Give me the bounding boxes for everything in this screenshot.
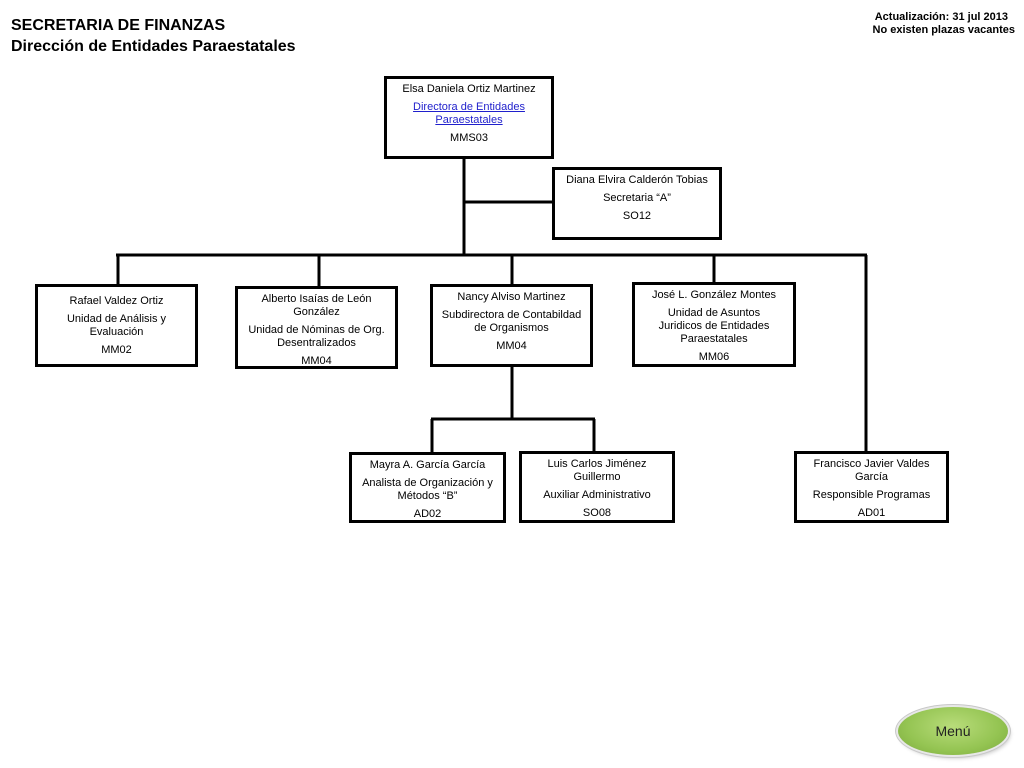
page-title: SECRETARIA DE FINANZAS bbox=[11, 17, 226, 34]
node-code: AD02 bbox=[413, 508, 442, 520]
node-name: José L. González Montes bbox=[651, 289, 777, 301]
node-name: Rafael Valdez Ortiz bbox=[69, 295, 164, 307]
node-position: Unidad de Análisis y Evaluación bbox=[66, 313, 167, 338]
node-name: Nancy Alviso Martinez bbox=[457, 291, 566, 303]
node-mayra: Mayra A. García García Analista de Organ… bbox=[349, 452, 506, 523]
node-nancy: Nancy Alviso Martinez Subdirectora de Co… bbox=[430, 284, 593, 367]
node-rafael: Rafael Valdez Ortiz Unidad de Análisis y… bbox=[35, 284, 198, 367]
node-alberto: Alberto Isaías de León González Unidad d… bbox=[235, 286, 398, 369]
page-subtitle: Dirección de Entidades Paraestatales bbox=[11, 38, 296, 55]
node-position: Auxiliar Administrativo bbox=[543, 489, 651, 501]
node-jose: José L. González Montes Unidad de Asunto… bbox=[632, 282, 796, 367]
node-francisco: Francisco Javier Valdes García Responsib… bbox=[794, 451, 949, 523]
node-position: Unidad de Asuntos Juridicos de Entidades… bbox=[658, 307, 770, 345]
node-luis: Luis Carlos Jiménez Guillermo Auxiliar A… bbox=[519, 451, 675, 523]
menu-button[interactable]: Menú bbox=[898, 707, 1008, 755]
node-name: Elsa Daniela Ortiz Martinez bbox=[402, 83, 536, 95]
node-code: SO08 bbox=[582, 507, 612, 519]
node-name: Mayra A. García García bbox=[369, 459, 486, 471]
node-name: Alberto Isaías de León González bbox=[261, 293, 372, 318]
node-code: MM06 bbox=[698, 351, 730, 363]
node-code: AD01 bbox=[857, 507, 886, 519]
node-code: MM04 bbox=[301, 355, 332, 367]
node-position-link[interactable]: Directora de Entidades Paraestatales bbox=[413, 101, 525, 126]
node-code: MMS03 bbox=[450, 132, 488, 144]
node-director: Elsa Daniela Ortiz Martinez Directora de… bbox=[384, 76, 554, 159]
node-name: Diana Elvira Calderón Tobias bbox=[566, 174, 708, 186]
node-code: SO12 bbox=[622, 210, 652, 222]
node-position: Unidad de Nóminas de Org. Desentralizado… bbox=[248, 324, 385, 349]
node-name: Francisco Javier Valdes García bbox=[813, 458, 930, 483]
node-code: MM04 bbox=[496, 340, 527, 352]
node-position: Responsible Programas bbox=[812, 489, 931, 501]
vacancies-note: No existen plazas vacantes bbox=[872, 24, 1015, 36]
node-position: Analista de Organización y Métodos “B” bbox=[362, 477, 493, 502]
node-position: Secretaria “A” bbox=[603, 192, 671, 204]
node-code: MM02 bbox=[101, 344, 132, 356]
node-position: Subdirectora de Contabildad de Organismo… bbox=[441, 309, 582, 334]
update-info: Actualización: 31 jul 2013 No existen pl… bbox=[873, 11, 1015, 37]
node-secretary: Diana Elvira Calderón Tobias Secretaria … bbox=[552, 167, 722, 240]
update-date: Actualización: 31 jul 2013 bbox=[874, 11, 1008, 23]
menu-button-label: Menú bbox=[935, 723, 971, 739]
node-name: Luis Carlos Jiménez Guillermo bbox=[547, 458, 647, 483]
